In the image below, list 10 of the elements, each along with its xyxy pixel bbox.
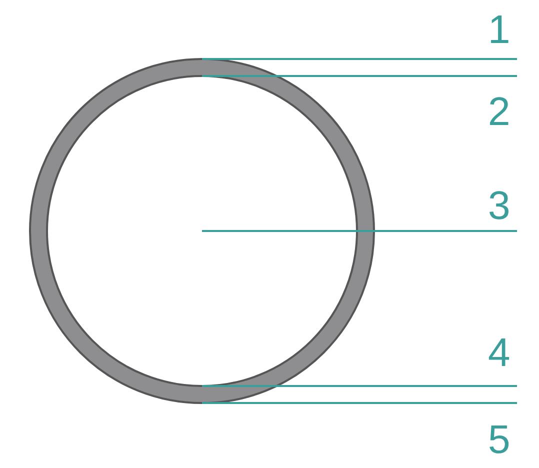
callout-number: 5 [488, 420, 510, 460]
callout-number: 2 [488, 92, 510, 132]
callout-number: 1 [488, 10, 510, 50]
leader-line [202, 385, 517, 387]
leader-line [202, 402, 517, 404]
callout-number: 4 [488, 333, 510, 373]
leader-line [202, 58, 517, 60]
leader-line [202, 230, 517, 232]
callout-number: 3 [488, 186, 510, 226]
leader-line [202, 75, 517, 77]
